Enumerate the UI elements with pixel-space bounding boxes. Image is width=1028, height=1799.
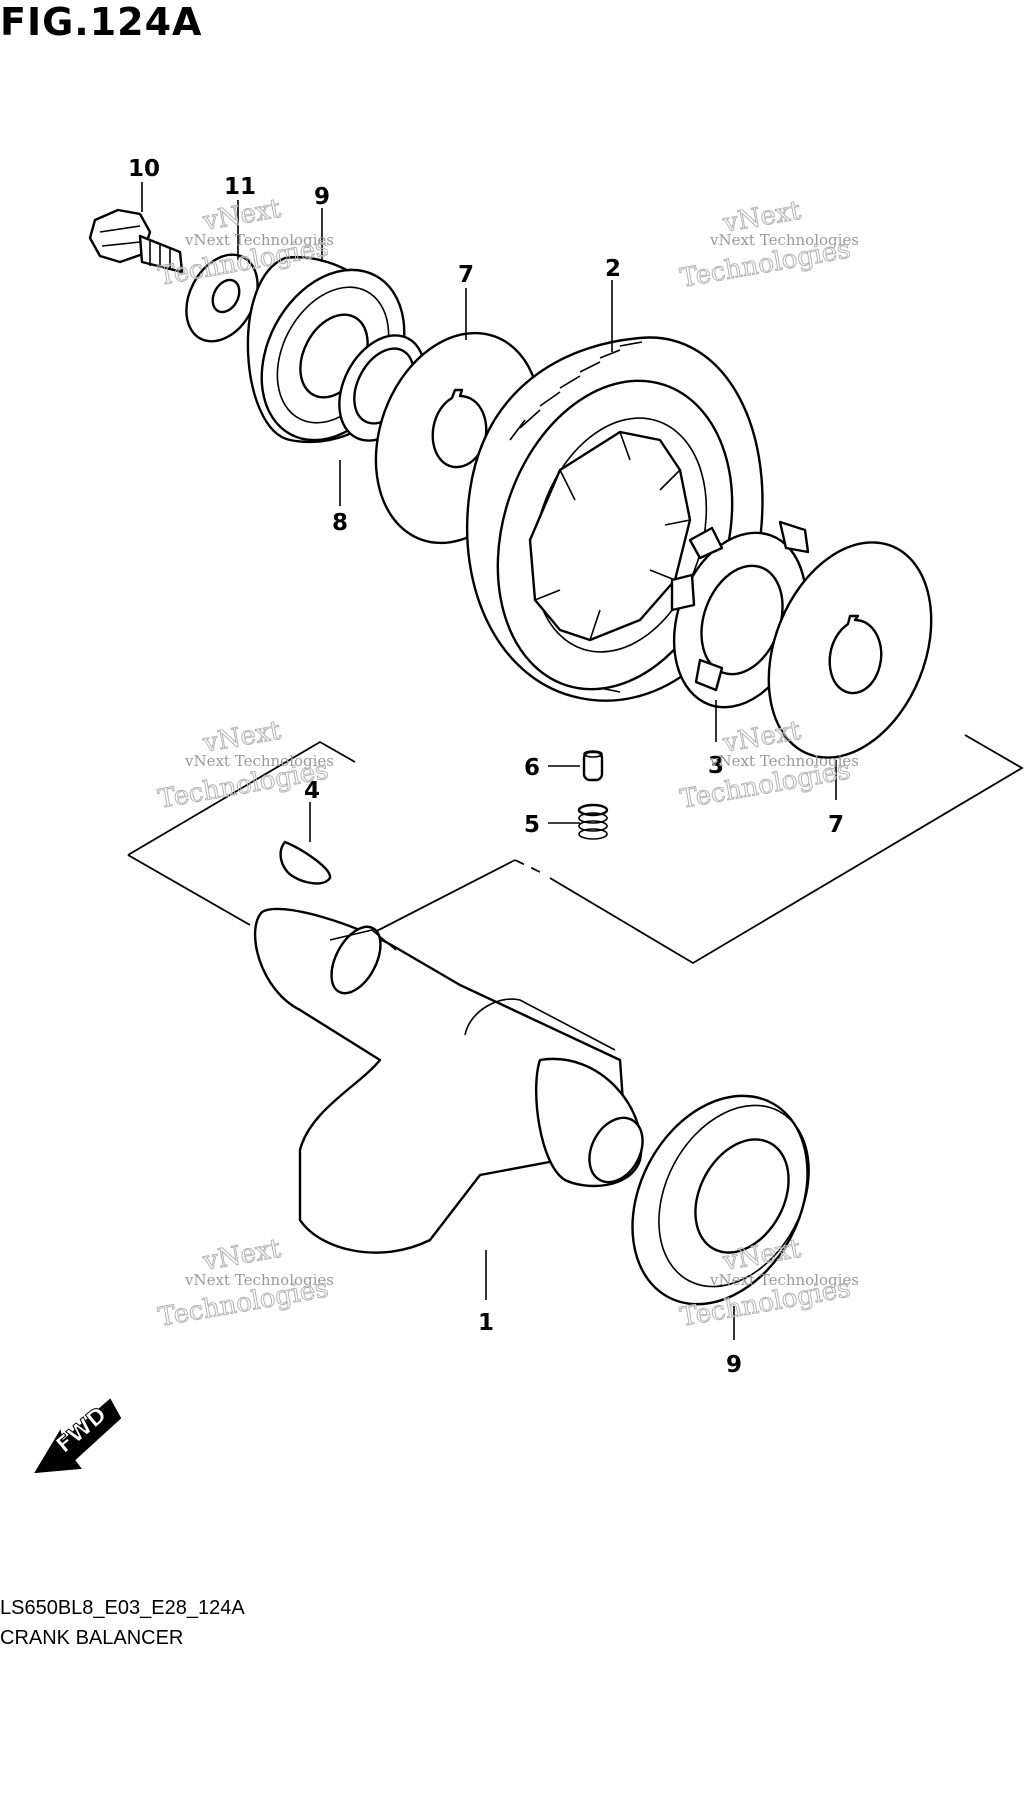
part-11-washer bbox=[185, 253, 259, 343]
callout-7-upper: 7 bbox=[458, 262, 474, 288]
svg-text:vNext Technologies: vNext Technologies bbox=[709, 752, 859, 770]
callout-2: 2 bbox=[605, 256, 621, 282]
section-name: CRANK BALANCER bbox=[0, 1627, 184, 1649]
svg-text:vNext Technologies: vNext Technologies bbox=[709, 231, 859, 249]
callout-labels: 10 11 9 7 2 8 6 4 5 3 7 1 9 bbox=[128, 156, 844, 1378]
part-1-balancer-shaft bbox=[253, 907, 644, 1254]
svg-text:vNext Technologies: vNext Technologies bbox=[184, 752, 334, 770]
callout-4: 4 bbox=[304, 778, 320, 804]
callout-10: 10 bbox=[128, 156, 160, 182]
fwd-arrow-icon: FWD bbox=[34, 1398, 122, 1474]
callout-5: 5 bbox=[524, 812, 540, 838]
part-5-spring bbox=[577, 803, 609, 840]
model-code: LS650BL8_E03_E28_124A bbox=[0, 1597, 245, 1619]
part-4-key bbox=[279, 840, 332, 885]
leader-lines bbox=[141, 182, 837, 1340]
part-10-bolt bbox=[88, 208, 184, 274]
part-6-pin bbox=[582, 750, 604, 782]
callout-6: 6 bbox=[524, 755, 540, 781]
callout-9-lower: 9 bbox=[726, 1352, 742, 1378]
part-9-lower-bearing bbox=[631, 1094, 810, 1306]
callout-8: 8 bbox=[332, 510, 348, 536]
callout-7-lower: 7 bbox=[828, 812, 844, 838]
watermark-bottom-left: vNext vNext Technologies Technologies bbox=[156, 1233, 335, 1333]
callout-11: 11 bbox=[224, 174, 256, 200]
callout-3: 3 bbox=[708, 753, 724, 779]
svg-text:vNext Technologies: vNext Technologies bbox=[709, 1271, 859, 1289]
svg-text:vNext Technologies: vNext Technologies bbox=[184, 1271, 334, 1289]
callout-1: 1 bbox=[478, 1310, 494, 1336]
figure-title: FIG.124A bbox=[0, 0, 203, 44]
callout-9-upper: 9 bbox=[314, 184, 330, 210]
watermark-mid-left: vNext vNext Technologies Technologies bbox=[156, 715, 335, 815]
svg-text:vNext Technologies: vNext Technologies bbox=[184, 231, 334, 249]
watermark-top-right: vNext vNext Technologies Technologies bbox=[678, 195, 860, 294]
part-7-lower-plate bbox=[767, 541, 933, 759]
